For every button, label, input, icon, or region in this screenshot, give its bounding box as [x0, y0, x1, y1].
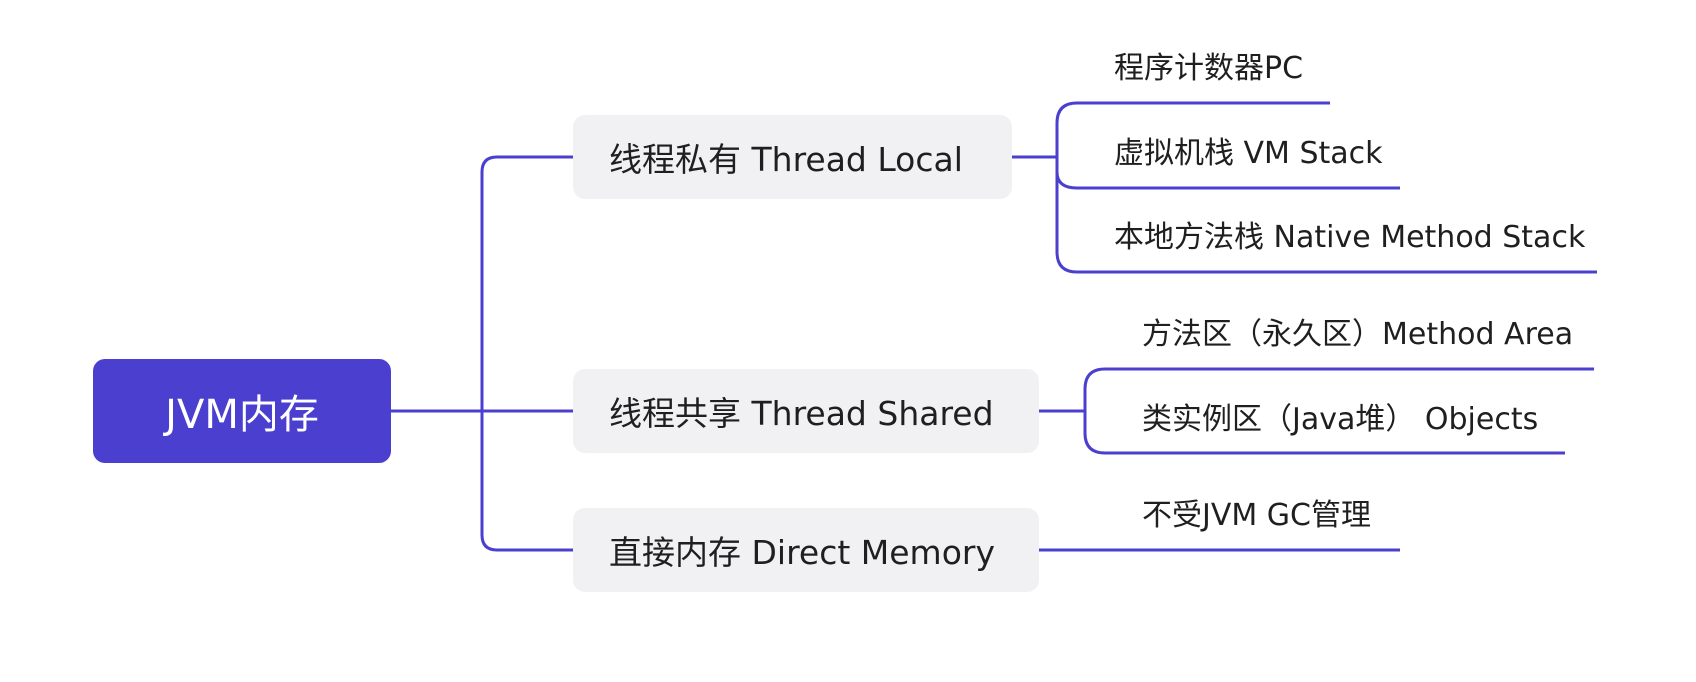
root-node[interactable]: JVM内存 — [93, 359, 391, 463]
local-child-2-underline — [1055, 171, 1400, 190]
root-label: JVM内存 — [165, 392, 319, 438]
branch-label: 线程共享 Thread Shared — [609, 394, 994, 433]
branch-node-direct-memory[interactable]: 直接内存 Direct Memory — [573, 508, 1039, 592]
shared-bracket — [1083, 367, 1127, 455]
branch-node-thread-shared[interactable]: 线程共享 Thread Shared — [573, 369, 1039, 453]
branch-label: 直接内存 Direct Memory — [609, 533, 995, 572]
branch-label: 线程私有 Thread Local — [609, 140, 963, 179]
leaf-not-gc-managed[interactable]: 不受JVM GC管理 — [1142, 498, 1371, 533]
leaf-program-counter[interactable]: 程序计数器PC — [1114, 51, 1304, 86]
local-bracket — [1055, 101, 1100, 274]
leaf-method-area[interactable]: 方法区（永久区）Method Area — [1142, 317, 1574, 352]
leaf-objects[interactable]: 类实例区（Java堆） Objects — [1142, 402, 1539, 437]
branch-trunk — [480, 155, 573, 552]
leaf-vm-stack[interactable]: 虚拟机栈 VM Stack — [1114, 136, 1383, 171]
leaf-native-method-stack[interactable]: 本地方法栈 Native Method Stack — [1114, 220, 1586, 255]
branch-node-thread-local[interactable]: 线程私有 Thread Local — [573, 115, 1012, 199]
